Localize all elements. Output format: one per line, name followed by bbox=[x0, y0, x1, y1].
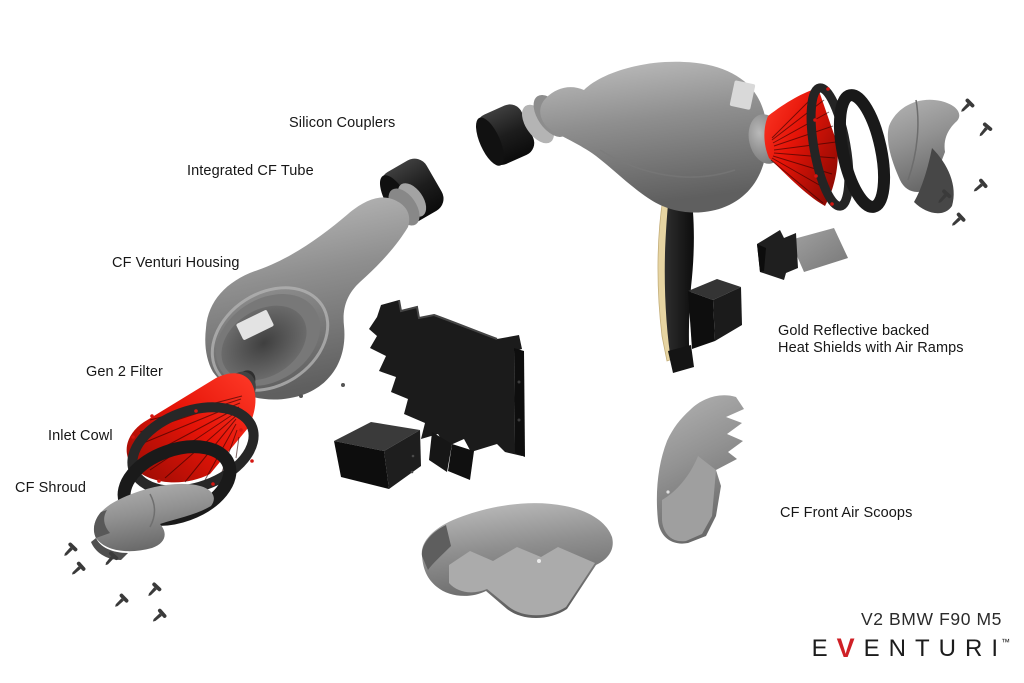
model-title: V2 BMW F90 M5 bbox=[860, 609, 1002, 629]
logo-red-v-icon: V bbox=[836, 633, 864, 663]
label-silicon-couplers: Silicon Couplers bbox=[289, 115, 396, 131]
label-cf-venturi-housing: CF Venturi Housing bbox=[112, 255, 240, 271]
logo-trademark: ™ bbox=[1001, 637, 1010, 647]
logo-letters-enturi: ENTURI bbox=[863, 635, 1007, 662]
integrated-cf-tube-right bbox=[522, 61, 784, 213]
label-heat-shields-line2: Heat Shields with Air Ramps bbox=[778, 339, 964, 356]
cf-venturi-housing-left bbox=[205, 183, 427, 400]
heat-shield-bracket bbox=[334, 422, 421, 489]
label-cf-front-air-scoops: CF Front Air Scoops bbox=[780, 505, 913, 521]
inlet-cowl-right bbox=[833, 89, 891, 213]
label-gen-2-filter: Gen 2 Filter bbox=[86, 364, 163, 380]
label-heat-shields-line1: Gold Reflective backed bbox=[778, 323, 930, 339]
heat-shield-main bbox=[369, 299, 525, 480]
silicon-coupler-right bbox=[476, 104, 535, 166]
label-inlet-cowl: Inlet Cowl bbox=[48, 428, 113, 444]
logo-letter-e: E bbox=[811, 635, 837, 662]
label-integrated-cf-tube: Integrated CF Tube bbox=[187, 163, 314, 179]
cf-front-air-scoop-right bbox=[656, 395, 744, 544]
cf-shroud-left bbox=[91, 483, 214, 560]
heat-shield-air-ramp-box bbox=[688, 279, 742, 349]
label-heat-shields: Gold Reflective backed Heat Shields with… bbox=[778, 323, 964, 356]
gold-heat-shield bbox=[657, 178, 694, 373]
label-cf-shroud: CF Shroud bbox=[15, 480, 87, 496]
heat-shield-air-ramp-panel bbox=[757, 228, 848, 280]
cf-front-air-scoop-bottom bbox=[421, 503, 613, 618]
screws-left bbox=[60, 541, 168, 626]
